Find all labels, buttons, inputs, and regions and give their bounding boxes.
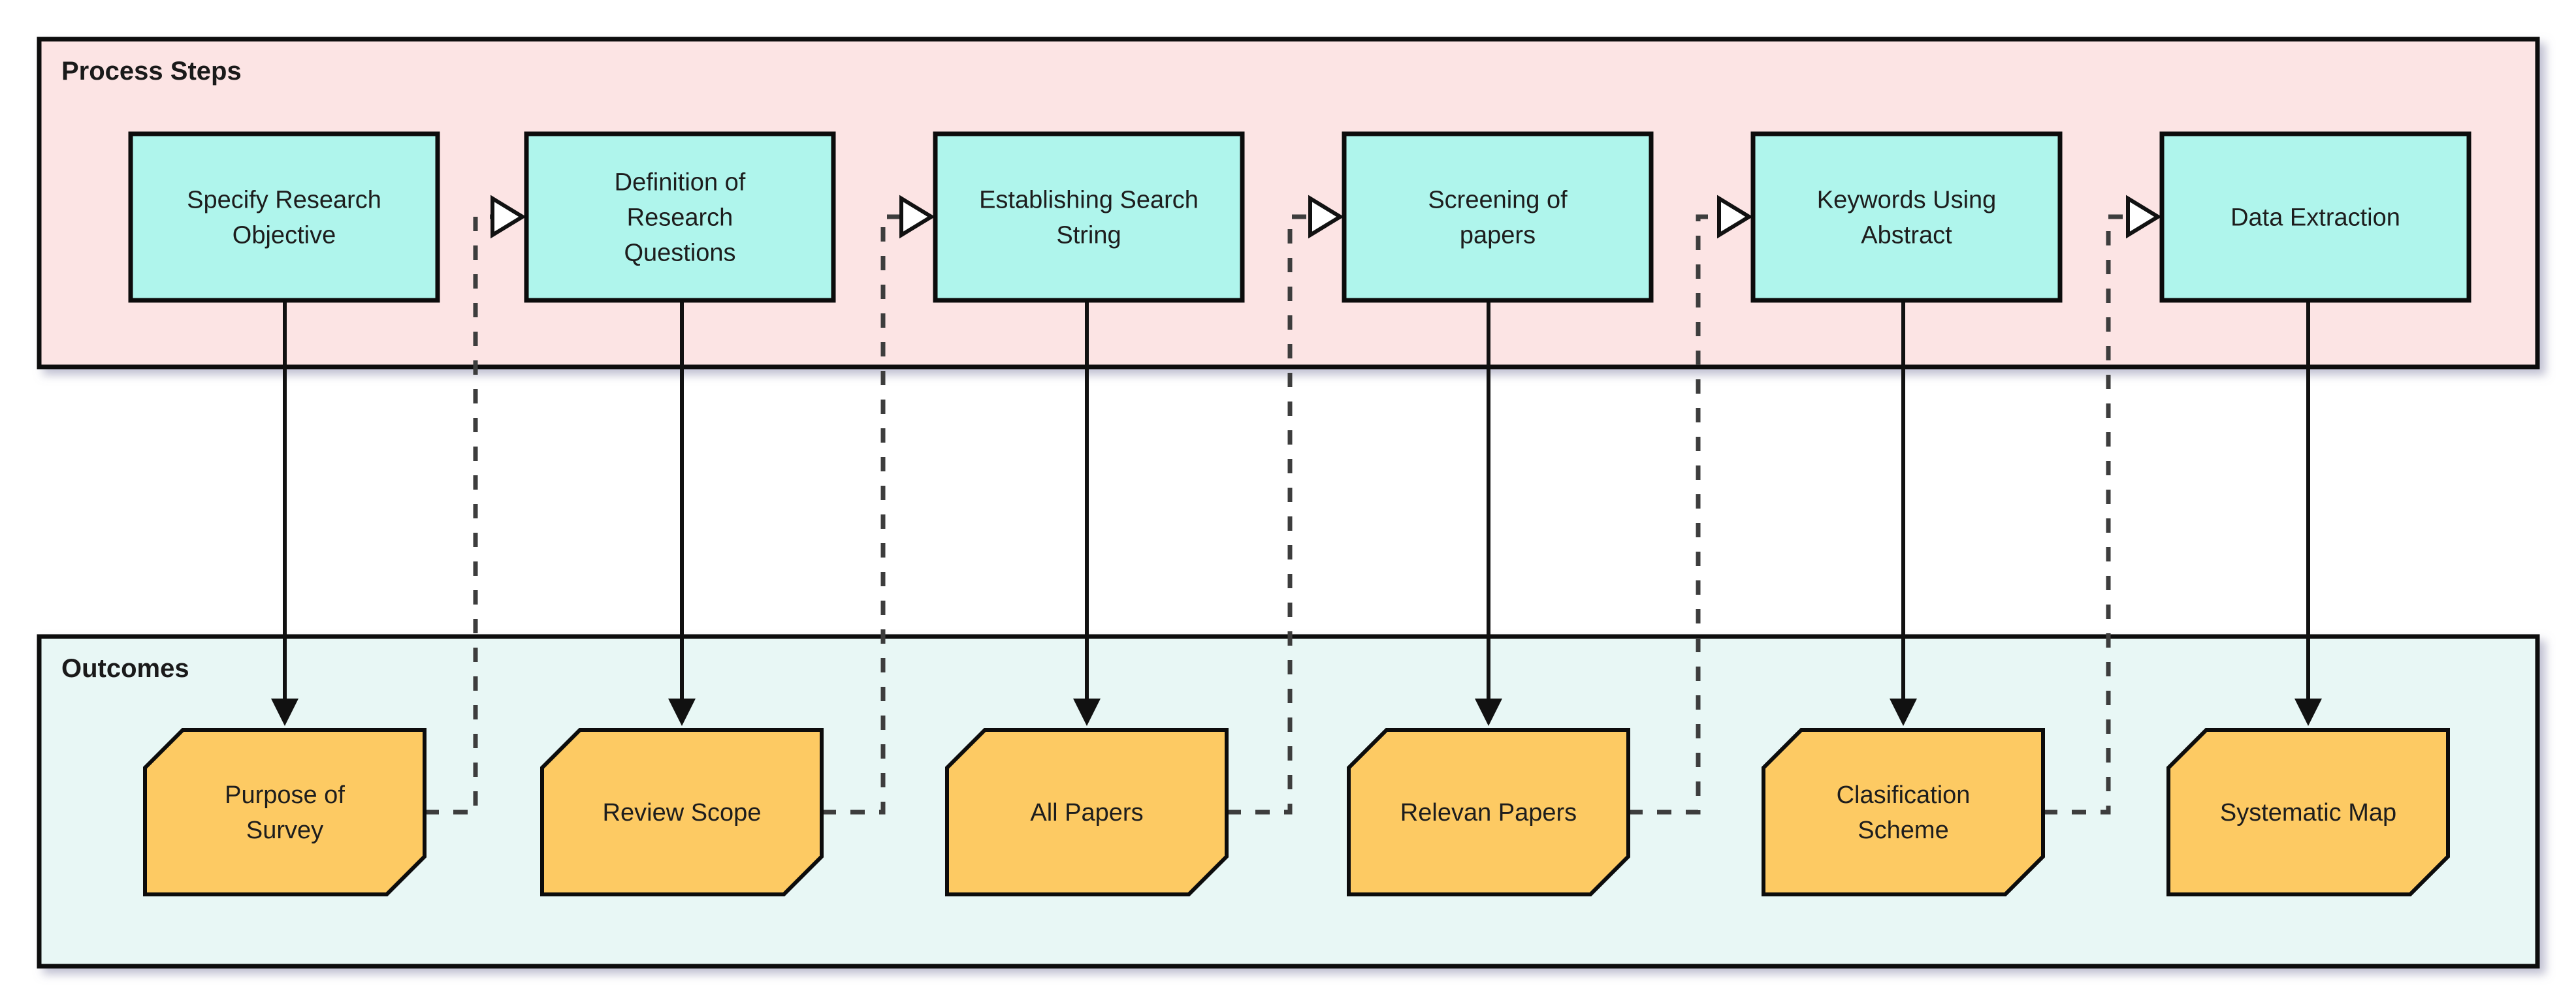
feeds-path-feeds-4 <box>1628 214 1719 815</box>
outcome-shape-relevan-papers[interactable] <box>1347 728 1630 896</box>
feeds-arrowhead-feeds-4 <box>1717 195 1753 239</box>
process-step-box-establishing-search-string[interactable] <box>933 131 1245 303</box>
outcome-label-relevan-papers: Relevan Papers <box>1400 799 1577 827</box>
feeds-arrowhead-feeds-1 <box>491 195 526 239</box>
produces-connector-produces-3 <box>1073 300 1101 726</box>
feeds-path-feeds-5 <box>2043 214 2128 815</box>
feeds-connector-feeds-4 <box>1628 195 1753 815</box>
swimlane-title-process-steps: Process Steps <box>61 57 242 86</box>
outcome-shape-review-scope[interactable] <box>540 728 824 896</box>
outcome-shape-systematic-map[interactable] <box>2166 728 2450 896</box>
produces-arrowhead-produces-6 <box>2294 699 2322 726</box>
produces-arrowhead-produces-4 <box>1475 699 1502 726</box>
produces-arrowhead-produces-3 <box>1073 699 1101 726</box>
process-step-box-data-extraction[interactable] <box>2159 131 2471 303</box>
process-step-data-extraction[interactable]: Data Extraction <box>2159 131 2471 303</box>
swimlane-box-process-steps <box>37 37 2540 370</box>
swimlane-title-outcomes: Outcomes <box>61 654 189 683</box>
produces-connector-produces-4 <box>1475 300 1502 726</box>
outcome-shape-purpose-of-survey[interactable] <box>143 728 427 896</box>
outcome-all-papers[interactable]: All Papers <box>945 728 1229 896</box>
feeds-path-feeds-2 <box>822 214 901 815</box>
process-step-box-keywords-using-abstract[interactable] <box>1750 131 2063 303</box>
feeds-arrowhead-feeds-5 <box>2126 195 2162 239</box>
process-step-box-definition-of-research-questions[interactable] <box>524 131 836 303</box>
connectors-layer <box>271 195 2322 815</box>
feeds-connector-feeds-5 <box>2043 195 2162 815</box>
produces-arrowhead-produces-1 <box>271 699 298 726</box>
outcome-systematic-map[interactable]: Systematic Map <box>2166 728 2450 896</box>
produces-arrowhead-produces-5 <box>1890 699 1917 726</box>
outcome-shape-all-papers[interactable] <box>945 728 1229 896</box>
outcome-label-all-papers: All Papers <box>1030 799 1143 827</box>
outcome-label-systematic-map: Systematic Map <box>2220 799 2396 827</box>
process-step-box-screening-of-papers[interactable] <box>1342 131 1654 303</box>
produces-arrowhead-produces-2 <box>668 699 696 726</box>
produces-connector-produces-5 <box>1890 300 1917 726</box>
feeds-connector-feeds-1 <box>425 195 526 815</box>
process-step-label-data-extraction: Data Extraction <box>2230 204 2400 232</box>
outcome-review-scope[interactable]: Review Scope <box>540 728 824 896</box>
feeds-arrowhead-feeds-3 <box>1308 195 1344 239</box>
outcome-relevan-papers[interactable]: Relevan Papers <box>1347 728 1630 896</box>
feeds-connector-feeds-3 <box>1227 195 1344 815</box>
feeds-arrowhead-feeds-2 <box>899 195 935 239</box>
feeds-connector-feeds-2 <box>822 195 935 815</box>
produces-connector-produces-1 <box>271 300 298 726</box>
outcome-shape-clasification-scheme[interactable] <box>1762 728 2045 896</box>
produces-connector-produces-2 <box>668 300 696 726</box>
feeds-path-feeds-3 <box>1227 214 1310 815</box>
process-step-box-specify-research-objective[interactable] <box>128 131 440 303</box>
swimlane-process-steps: Process Steps <box>37 37 2540 370</box>
outcome-label-review-scope: Review Scope <box>603 799 762 827</box>
produces-connector-produces-6 <box>2294 300 2322 726</box>
feeds-path-feeds-1 <box>425 214 492 815</box>
